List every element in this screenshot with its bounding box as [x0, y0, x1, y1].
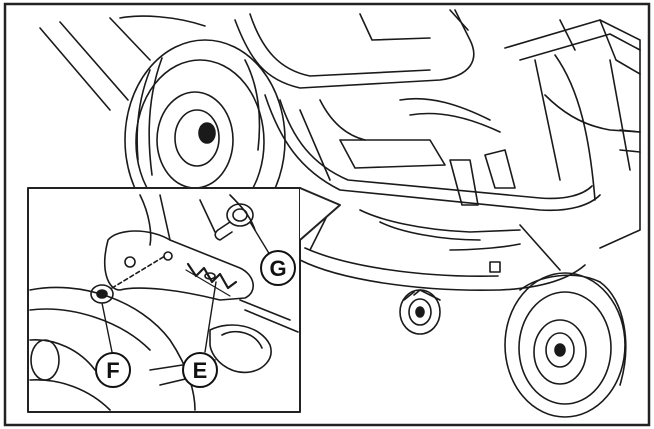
- inset-background: [29, 194, 256, 411]
- spring-clip: [185, 262, 238, 297]
- callout-e-label: E: [193, 358, 208, 383]
- washer: [90, 255, 166, 304]
- callout-e: E: [182, 352, 218, 388]
- bracket-arm: [104, 230, 254, 301]
- detail-inset: [27, 187, 341, 413]
- leader-e: [204, 281, 217, 353]
- deck-roller: [399, 289, 441, 335]
- leader-f: [101, 302, 113, 353]
- callout-g-label: G: [269, 256, 286, 281]
- pin-bolt: [214, 203, 254, 241]
- front-wheel: [504, 272, 627, 418]
- leader-g: [249, 221, 271, 256]
- seat: [234, 9, 475, 89]
- hood: [504, 19, 641, 249]
- pedals: [339, 97, 516, 206]
- chassis-frame: [264, 94, 601, 212]
- callout-f-label: F: [106, 358, 119, 383]
- callout-g: G: [260, 250, 296, 286]
- callout-f: F: [95, 352, 131, 388]
